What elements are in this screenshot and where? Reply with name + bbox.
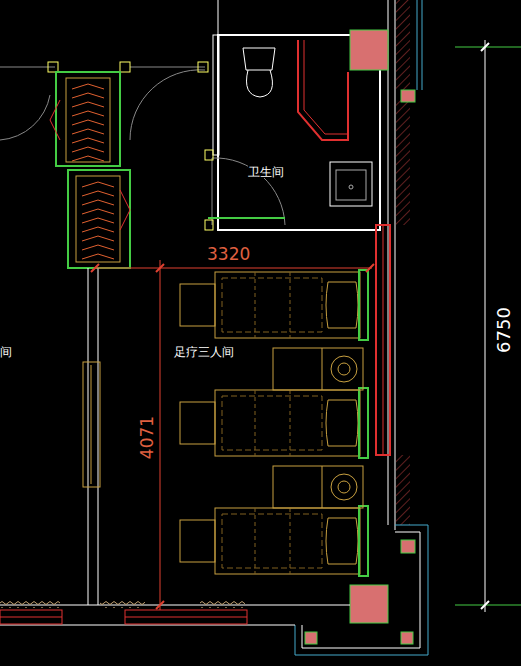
window [376, 225, 390, 455]
window [0, 610, 62, 624]
toilet [243, 48, 275, 97]
massage-bed [180, 388, 368, 458]
wall-panel [83, 362, 100, 487]
dimension: 4071 [139, 413, 156, 460]
nightstand [273, 466, 363, 508]
dimension: 6750 [495, 305, 513, 355]
room-name: 足疗三人间 [174, 346, 234, 358]
shower-partition [298, 40, 348, 140]
nightstand [273, 348, 363, 390]
curtain [0, 600, 60, 608]
dimension-line [160, 260, 161, 610]
wardrobe [68, 170, 130, 268]
room-name: 间 [0, 346, 12, 358]
wardrobe-inner [66, 78, 110, 162]
door-arc [0, 95, 50, 140]
massage-bed [180, 506, 368, 576]
door-arc [130, 70, 205, 140]
room-name: 卫生间 [248, 166, 284, 178]
column [350, 30, 388, 70]
dimension-line [485, 40, 486, 612]
massage-bed [180, 270, 368, 340]
sink [330, 162, 372, 206]
wardrobe [56, 72, 120, 166]
dimension: 3320 [207, 246, 250, 263]
dimension-line [95, 268, 372, 269]
door-arc [212, 158, 285, 225]
door-jamb [198, 62, 208, 72]
column [350, 585, 388, 623]
